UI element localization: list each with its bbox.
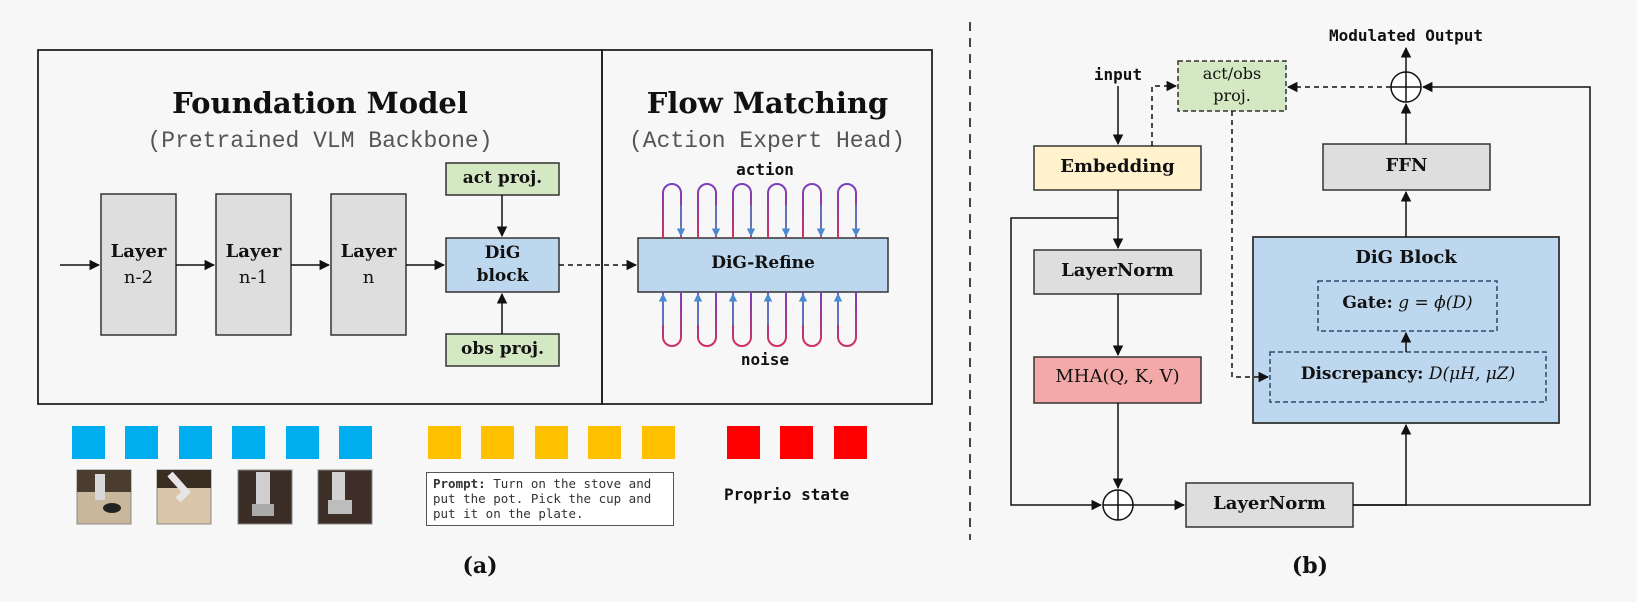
discrepancy-formula: D(μH, μZ): [1428, 364, 1516, 384]
foundation-subtitle: (Pretrained VLM Backbone): [147, 128, 493, 154]
gate-label: Gate: g = ϕ(D): [1318, 293, 1497, 313]
prompt-key: Prompt:: [433, 476, 486, 491]
layer-n-label: Layer n: [331, 239, 406, 291]
proprio-label: Proprio state: [724, 485, 850, 504]
text-token: [428, 426, 461, 459]
gate-box: [1317, 280, 1498, 332]
proprio-token: [780, 426, 813, 459]
mha-box: [1033, 356, 1202, 404]
layer-n-line1: Layer: [340, 241, 397, 262]
action-label: action: [736, 160, 794, 179]
scene-thumbnails: [76, 469, 373, 525]
caption-a: (a): [462, 553, 498, 579]
image-token: [179, 426, 212, 459]
embedding-label: Embedding: [1060, 156, 1175, 177]
layer-n-1-line2: n-1: [238, 267, 269, 288]
action-loop: [697, 183, 717, 238]
token-row: [72, 426, 867, 459]
layer-n-2-box: [100, 193, 177, 336]
dig-block-line1: DiG: [484, 243, 521, 263]
output-label: Modulated Output: [1328, 26, 1484, 45]
noise-loop: [662, 292, 682, 347]
actobs-line1: act/obs: [1202, 64, 1262, 83]
proprio-token: [727, 426, 760, 459]
gate-formula: g = ϕ(D): [1398, 293, 1473, 313]
action-loop: [732, 183, 752, 238]
flow-frame: [601, 49, 933, 405]
mha-label: MHA(Q, K, V): [1055, 366, 1180, 387]
flow-subtitle: (Action Expert Head): [628, 128, 906, 154]
noise-loop: [837, 292, 857, 347]
gate-key: Gate:: [1342, 293, 1393, 313]
prompt-box: Prompt: Turn on the stove and put the po…: [426, 472, 674, 526]
obs-proj-label: obs proj.: [461, 339, 544, 359]
discrepancy-label: Discrepancy: D(μH, μZ): [1270, 364, 1546, 384]
layer-n-1-line1: Layer: [225, 241, 282, 262]
noise-label: noise: [740, 350, 790, 369]
foundation-title: Foundation Model: [172, 86, 468, 120]
dig-block-line2: block: [476, 266, 529, 286]
text-token: [535, 426, 568, 459]
text-token: [642, 426, 675, 459]
caption-b: (b): [1291, 553, 1329, 579]
obs-proj-box: [445, 333, 560, 367]
layernorm-top-label: LayerNorm: [1061, 260, 1174, 281]
image-token: [339, 426, 372, 459]
discrepancy-box: [1269, 351, 1547, 403]
input-label: input: [1093, 65, 1143, 84]
text-token: [481, 426, 514, 459]
actobs-line2: proj.: [1213, 86, 1251, 105]
action-loop: [802, 183, 822, 238]
noise-loop: [767, 292, 787, 347]
image-token: [286, 426, 319, 459]
image-token: [125, 426, 158, 459]
dig-block-label: DiG block: [446, 242, 559, 288]
layer-n-1-box: [215, 193, 292, 336]
layernorm-bottom-box: [1185, 482, 1354, 528]
dig-refine-label: DiG-Refine: [711, 253, 815, 273]
act-proj-box: [445, 162, 560, 196]
actobs-proj-label: act/obs proj.: [1178, 63, 1286, 107]
flow-title: Flow Matching: [646, 86, 889, 120]
act-proj-label: act proj.: [462, 168, 543, 188]
layer-n-2-line2: n-2: [123, 267, 154, 288]
layer-n-2-line1: Layer: [110, 241, 167, 262]
action-loop: [662, 183, 682, 238]
noise-loop: [697, 292, 717, 347]
ffn-box: [1322, 143, 1491, 191]
text-token: [588, 426, 621, 459]
layernorm-bottom-label: LayerNorm: [1213, 493, 1326, 514]
image-token: [72, 426, 105, 459]
dig-block-title: DiG Block: [1355, 247, 1457, 268]
dig-block-box: [445, 237, 560, 293]
image-token: [232, 426, 265, 459]
ffn-label: FFN: [1385, 155, 1428, 176]
layer-n-line2: n: [362, 267, 375, 288]
noise-loop: [732, 292, 752, 347]
action-loop: [837, 183, 857, 238]
action-loop: [767, 183, 787, 238]
prompt-text: Turn on the stove and put the pot. Pick …: [433, 476, 652, 521]
noise-loop: [802, 292, 822, 347]
layer-n-box: [330, 193, 407, 336]
action-loops: [662, 183, 861, 238]
proprio-token: [834, 426, 867, 459]
layer-n-2-label: Layer n-2: [101, 239, 176, 291]
dig-refine-box: [637, 237, 889, 293]
layer-n-1-label: Layer n-1: [216, 239, 291, 291]
noise-loops: [658, 292, 857, 347]
discrepancy-key: Discrepancy:: [1300, 364, 1424, 384]
